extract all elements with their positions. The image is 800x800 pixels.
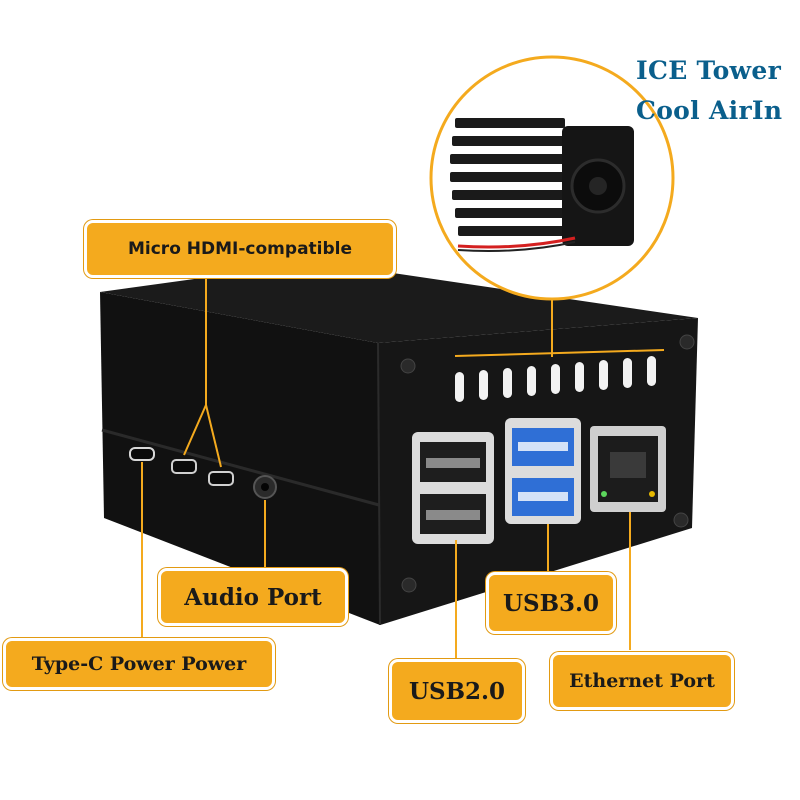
usb2-ports [412, 432, 494, 544]
hdmi-callout: Micro HDMI-compatible [84, 220, 396, 278]
leader-lines [141, 276, 665, 660]
typec-callout: Type-C Power Power [3, 638, 275, 690]
typec-port [129, 447, 155, 461]
ethernet-port [590, 426, 666, 512]
audio-port-callout: Audio Port [158, 568, 348, 626]
usb3-callout: USB3.0 [486, 572, 616, 634]
case-seam [101, 428, 380, 507]
usb3-ports [505, 418, 581, 524]
fan-cable [457, 236, 576, 249]
case-top [100, 262, 698, 343]
hdmi-port-1 [208, 471, 234, 486]
heatsink-zoom [429, 55, 675, 301]
vent-slots [455, 356, 656, 402]
case-edge [377, 342, 381, 626]
usb2-callout: USB2.0 [389, 659, 525, 723]
hdmi-port-0 [171, 459, 197, 474]
product-title-line-1: ICE Tower [636, 56, 782, 85]
case-side-left [100, 292, 380, 625]
ethernet-port-callout: Ethernet Port [550, 652, 734, 710]
case-screws [400, 334, 695, 593]
product-title-line-2: Cool AirIn [636, 96, 783, 125]
